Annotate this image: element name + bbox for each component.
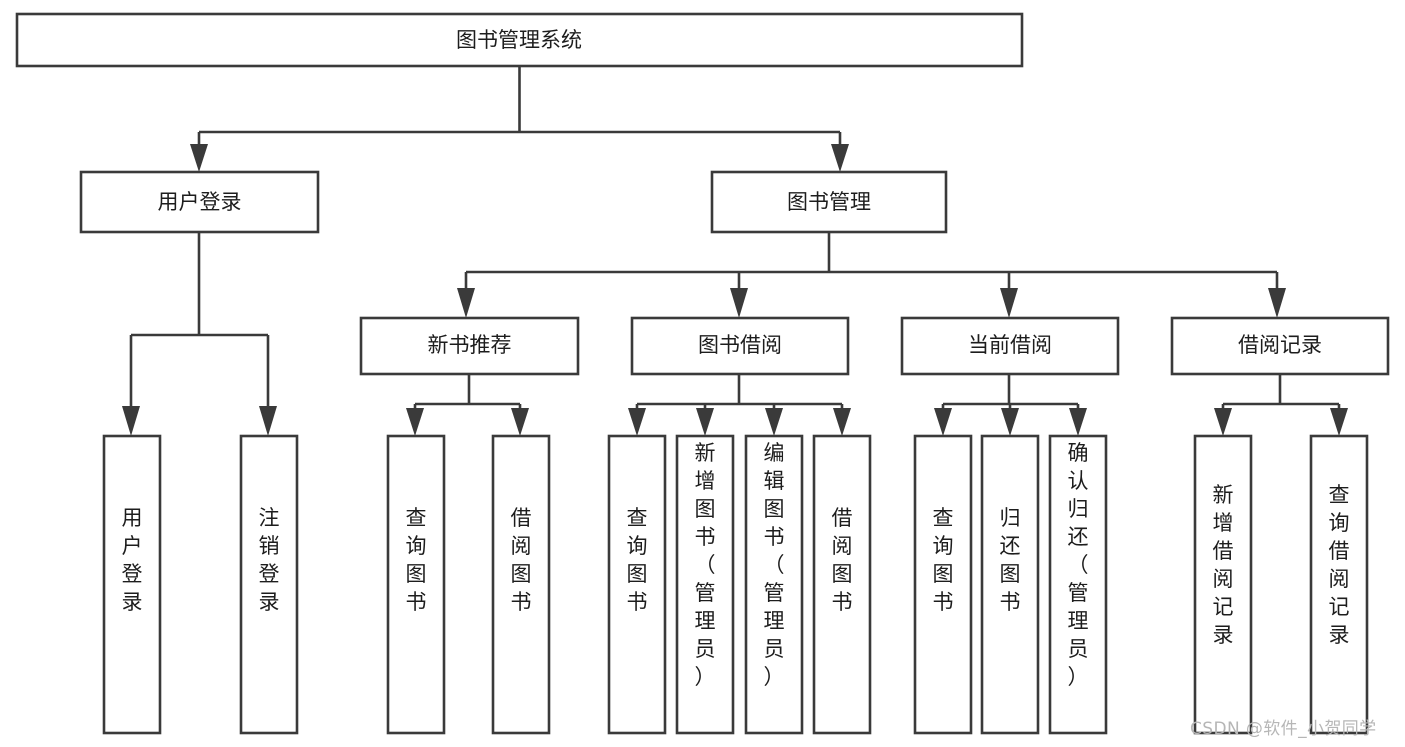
leaf-node-add-book-admin[interactable]: 新增图书（管理员） — [675, 434, 735, 735]
leaf-node-add-borrow-record[interactable]: 新增借阅记录 — [1193, 434, 1253, 735]
arrow-head-icon — [831, 144, 849, 172]
connector-bookborrow-to-leaves — [628, 374, 851, 436]
node-user-login[interactable]: 用户登录 — [79, 170, 320, 234]
arrow-head-icon — [696, 408, 714, 436]
node-book-borrow[interactable]: 图书借阅 — [630, 316, 850, 376]
node-borrow-record[interactable]: 借阅记录 — [1170, 316, 1390, 376]
leaf-node-query-book-recommend[interactable]: 查询图书 — [386, 434, 446, 735]
arrow-head-icon — [1001, 408, 1019, 436]
node-book-management[interactable]: 图书管理 — [710, 170, 948, 234]
leaf-node-query-borrow-record[interactable]: 查询借阅记录 — [1309, 434, 1369, 735]
node-new-book-recommend[interactable]: 新书推荐 — [359, 316, 580, 376]
node-box-shape — [1048, 434, 1108, 735]
node-label: 新增借阅记录 — [1213, 483, 1234, 647]
node-box-shape — [79, 170, 320, 234]
node-label: 借阅图书 — [832, 506, 853, 614]
node-box-shape — [630, 316, 850, 376]
node-box-shape — [386, 434, 446, 735]
node-label: 当前借阅 — [968, 333, 1052, 357]
node-box-shape — [239, 434, 299, 735]
csdn-watermark: CSDN @软件_小贺同学 — [1190, 719, 1377, 739]
leaf-node-query-book-current[interactable]: 查询图书 — [913, 434, 973, 735]
node-label: 借阅图书 — [511, 506, 532, 614]
arrow-head-icon — [1268, 288, 1286, 318]
node-label: 归还图书 — [1000, 506, 1021, 614]
leaf-node-borrow-book[interactable]: 借阅图书 — [812, 434, 872, 735]
node-box-shape — [1193, 434, 1253, 735]
node-box-shape — [491, 434, 551, 735]
node-box-shape — [913, 434, 973, 735]
leaf-node-logout[interactable]: 注销登录 — [239, 434, 299, 735]
node-box-shape — [675, 434, 735, 735]
node-label: 查询借阅记录 — [1329, 483, 1350, 647]
node-box-shape — [812, 434, 872, 735]
node-label: 查询图书 — [933, 506, 954, 614]
arrow-head-icon — [1069, 408, 1087, 436]
arrow-head-icon — [765, 408, 783, 436]
connector-userlogin-to-leaves — [122, 232, 277, 436]
connector-currentborrow-to-leaves — [934, 374, 1087, 436]
node-box-shape — [15, 12, 1024, 68]
node-box-shape — [1309, 434, 1369, 735]
connector-bookmgmt-to-level3 — [457, 232, 1286, 318]
node-label: 借阅记录 — [1238, 333, 1322, 357]
node-label: 用户登录 — [122, 506, 143, 614]
leaf-node-return-book[interactable]: 归还图书 — [980, 434, 1040, 735]
leaf-node-confirm-return-admin[interactable]: 确认归还（管理员） — [1048, 434, 1108, 735]
node-label: 用户登录 — [158, 190, 242, 214]
node-label: 图书借阅 — [698, 333, 782, 357]
node-label: 新书推荐 — [428, 333, 512, 357]
node-label: 查询图书 — [406, 506, 427, 614]
leaf-node-edit-book-admin[interactable]: 编辑图书（管理员） — [744, 434, 804, 735]
node-root-book-management-system[interactable]: 图书管理系统 — [15, 12, 1024, 68]
arrow-head-icon — [259, 406, 277, 436]
node-box-shape — [980, 434, 1040, 735]
arrow-head-icon — [1000, 288, 1018, 318]
arrow-head-icon — [934, 408, 952, 436]
node-box-shape — [900, 316, 1120, 376]
leaf-node-user-login[interactable]: 用户登录 — [102, 434, 162, 735]
arrow-head-icon — [511, 408, 529, 436]
leaf-node-borrow-book-recommend[interactable]: 借阅图书 — [491, 434, 551, 735]
node-box-shape — [607, 434, 667, 735]
arrow-head-icon — [406, 408, 424, 436]
node-label: 图书管理 — [787, 190, 871, 214]
node-box-shape — [1170, 316, 1390, 376]
arrow-head-icon — [730, 288, 748, 318]
leaf-node-query-book-borrow[interactable]: 查询图书 — [607, 434, 667, 735]
connector-newbook-to-leaves — [406, 374, 529, 436]
arrow-head-icon — [190, 144, 208, 172]
node-label: 查询图书 — [627, 506, 648, 614]
arrow-head-icon — [833, 408, 851, 436]
node-label: 编辑图书（管理员） — [764, 441, 785, 689]
arrow-head-icon — [628, 408, 646, 436]
arrow-head-icon — [457, 288, 475, 318]
arrow-head-icon — [1330, 408, 1348, 436]
node-label: 图书管理系统 — [456, 28, 582, 52]
node-box-shape — [359, 316, 580, 376]
connector-borrowrecord-to-leaves — [1214, 374, 1348, 436]
node-box-shape — [710, 170, 948, 234]
arrow-head-icon — [122, 406, 140, 436]
arrow-head-icon — [1214, 408, 1232, 436]
node-current-borrow[interactable]: 当前借阅 — [900, 316, 1120, 376]
node-box-shape — [744, 434, 804, 735]
node-label: 确认归还（管理员） — [1068, 441, 1089, 689]
node-box-shape — [102, 434, 162, 735]
node-label: 新增图书（管理员） — [695, 441, 716, 689]
connector-root-to-level2 — [190, 66, 849, 172]
node-label: 注销登录 — [259, 506, 280, 614]
